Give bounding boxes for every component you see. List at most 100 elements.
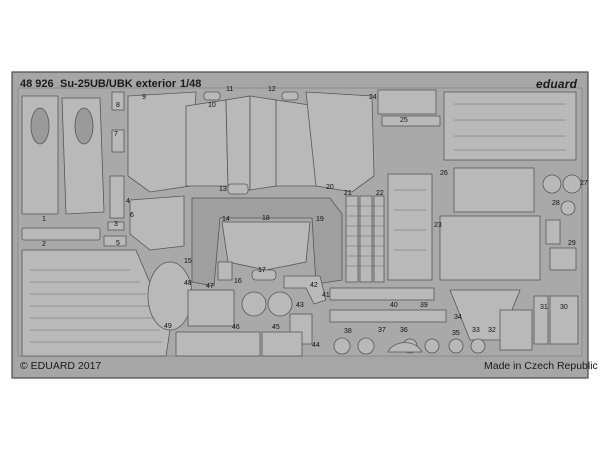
part-30	[549, 295, 579, 345]
part-number: 40	[390, 302, 398, 309]
part-number: 41	[322, 292, 330, 299]
part-14-15-frame	[191, 197, 343, 287]
part-number: 26	[440, 170, 448, 177]
part-31	[533, 295, 549, 345]
panel-23-lines	[394, 189, 426, 251]
part-21	[345, 195, 359, 283]
part-45	[261, 331, 303, 357]
part-24	[377, 89, 437, 115]
part-number: 19	[316, 216, 324, 223]
part-number: 46	[232, 324, 240, 331]
origin-text: Made in Czech Republic	[484, 360, 598, 372]
part-46	[175, 331, 261, 357]
part-42	[283, 275, 327, 305]
part-47	[187, 289, 235, 327]
part-number: 7	[114, 131, 118, 138]
part-wheel-a	[241, 291, 267, 317]
part-number: 10	[208, 102, 216, 109]
part-35-d	[470, 338, 486, 354]
part-22	[373, 195, 385, 283]
part-number: 20	[326, 184, 334, 191]
part-number: 21	[344, 190, 352, 197]
part-27-right	[562, 174, 582, 194]
part-26-block	[443, 91, 577, 161]
part-number: 14	[222, 216, 230, 223]
part-35-c	[448, 338, 464, 354]
part-37-b	[357, 337, 375, 355]
part-25	[381, 115, 441, 127]
part-number: 43	[296, 302, 304, 309]
part-number: 11	[226, 86, 234, 93]
part-number: 12	[268, 86, 276, 93]
part-3	[107, 221, 125, 231]
part-39	[329, 309, 447, 323]
part-number: 17	[258, 267, 266, 274]
part-number: 31	[540, 304, 548, 311]
part-20	[305, 91, 375, 193]
part-11b	[225, 95, 251, 191]
ladder-lines	[346, 205, 384, 267]
part-23	[387, 173, 433, 281]
part-number: 15	[184, 258, 192, 265]
block-lines	[454, 103, 566, 151]
part-number: 34	[454, 314, 462, 321]
part-number: 22	[376, 190, 384, 197]
part-number: 32	[488, 327, 496, 334]
part-number: 4	[126, 198, 130, 205]
part-11	[185, 99, 229, 187]
part-7	[111, 129, 125, 153]
part-number: 16	[234, 278, 242, 285]
part-17	[251, 269, 277, 281]
part-number: 27	[580, 180, 588, 187]
part-29	[549, 247, 577, 271]
part-number: 38	[344, 328, 352, 335]
part-26	[453, 167, 535, 213]
part-number: 28	[552, 200, 560, 207]
part-number: 3	[114, 221, 118, 228]
part-right-mid	[439, 215, 541, 281]
part-1-oval	[30, 107, 50, 145]
part-number: 33	[472, 327, 480, 334]
part-number: 8	[116, 102, 120, 109]
part-number: 18	[262, 215, 270, 222]
copyright-text: © EDUARD 2017	[20, 360, 102, 372]
part-number: 13	[219, 186, 227, 193]
part-28	[560, 200, 576, 216]
part-10-right	[281, 91, 299, 101]
part-number: 42	[310, 282, 318, 289]
part-number: 6	[130, 212, 134, 219]
part-number: 5	[116, 240, 120, 247]
panel-rivet-lines	[30, 269, 162, 343]
part-number: 39	[420, 302, 428, 309]
part-number: 2	[42, 241, 46, 248]
part-5	[103, 235, 127, 247]
part-number: 48	[184, 280, 192, 287]
part-9	[127, 91, 197, 193]
part-2-lower	[329, 287, 435, 301]
part-49	[21, 249, 171, 357]
part-1b-panel	[61, 97, 105, 215]
part-10-left	[203, 91, 221, 101]
part-number: 25	[400, 117, 408, 124]
brand-logo: eduard	[536, 77, 578, 91]
part-13	[227, 183, 249, 195]
part-8	[111, 91, 125, 111]
part-6	[129, 195, 185, 251]
part-number: 24	[369, 94, 377, 101]
part-36	[387, 342, 423, 353]
set-title: Su-25UB/UBK exterior	[60, 78, 177, 90]
part-number: 36	[400, 327, 408, 334]
part-wheel-b	[267, 291, 293, 317]
part-number: 35	[452, 330, 460, 337]
part-14-right	[545, 219, 561, 245]
part-4	[109, 175, 125, 219]
part-number: 1	[42, 216, 46, 223]
part-16	[217, 261, 233, 281]
part-number: 37	[378, 327, 386, 334]
part-27-left	[542, 174, 562, 194]
part-number: 49	[164, 323, 172, 330]
part-37-a	[333, 337, 351, 355]
set-number: 48 926	[20, 78, 54, 90]
part-12	[249, 95, 277, 191]
